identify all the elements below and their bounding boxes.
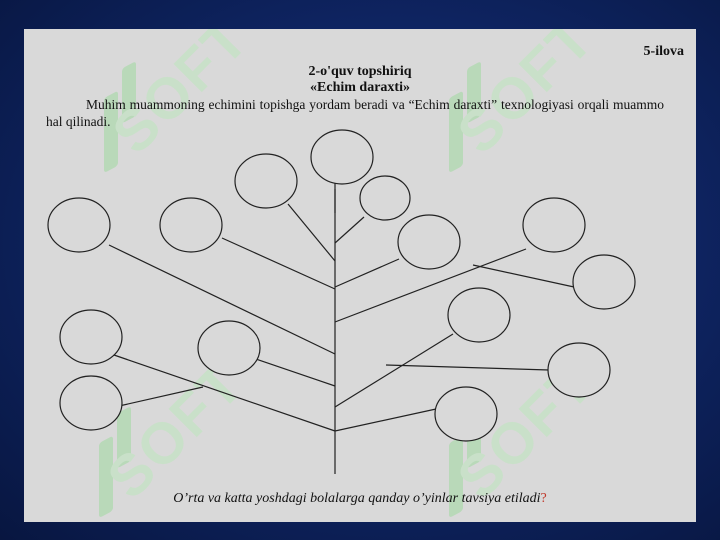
page-subtitle: «Echim daraxti» (310, 80, 410, 95)
tree-node (310, 129, 374, 185)
tree-branch (108, 244, 336, 355)
tree-branch (334, 408, 437, 432)
tree-node (572, 254, 636, 310)
tree-node (397, 214, 461, 270)
tree-branch (334, 333, 454, 408)
tree-branch (221, 237, 336, 290)
tree-branch (249, 356, 336, 387)
tree-node (434, 386, 498, 442)
tree-node (447, 287, 511, 343)
tree-node (59, 375, 123, 431)
tree-branch (118, 386, 204, 407)
tree-branch (334, 258, 400, 288)
tree-branch (385, 364, 550, 371)
intro-paragraph: Muhim muammoning echimini topishga yorda… (46, 97, 664, 129)
tree-branch (287, 203, 336, 262)
question-mark: ? (540, 491, 547, 506)
question-text: O’rta va katta yoshdagi bolalarga qanday… (24, 491, 696, 507)
page-title: 2-o'quv topshiriq (308, 64, 412, 79)
tree-node (59, 309, 123, 365)
appendix-label: 5-ilova (643, 44, 684, 59)
tree-node (522, 197, 586, 253)
tree-node (547, 342, 611, 398)
tree-branch (113, 354, 336, 432)
tree-node (159, 197, 223, 253)
slide-page: SOFT SOFT SOFT SOFT 5-ilova 2-o'quv tops… (24, 29, 696, 522)
tree-branch (334, 248, 527, 323)
question-label: O’rta va katta yoshdagi bolalarga qanday… (173, 491, 541, 506)
tree-node (359, 175, 411, 221)
tree-branch (334, 216, 365, 244)
tree-node (234, 153, 298, 209)
tree-node (197, 320, 261, 376)
decision-tree-diagram (47, 129, 636, 474)
tree-branch (472, 264, 575, 288)
tree-node (47, 197, 111, 253)
